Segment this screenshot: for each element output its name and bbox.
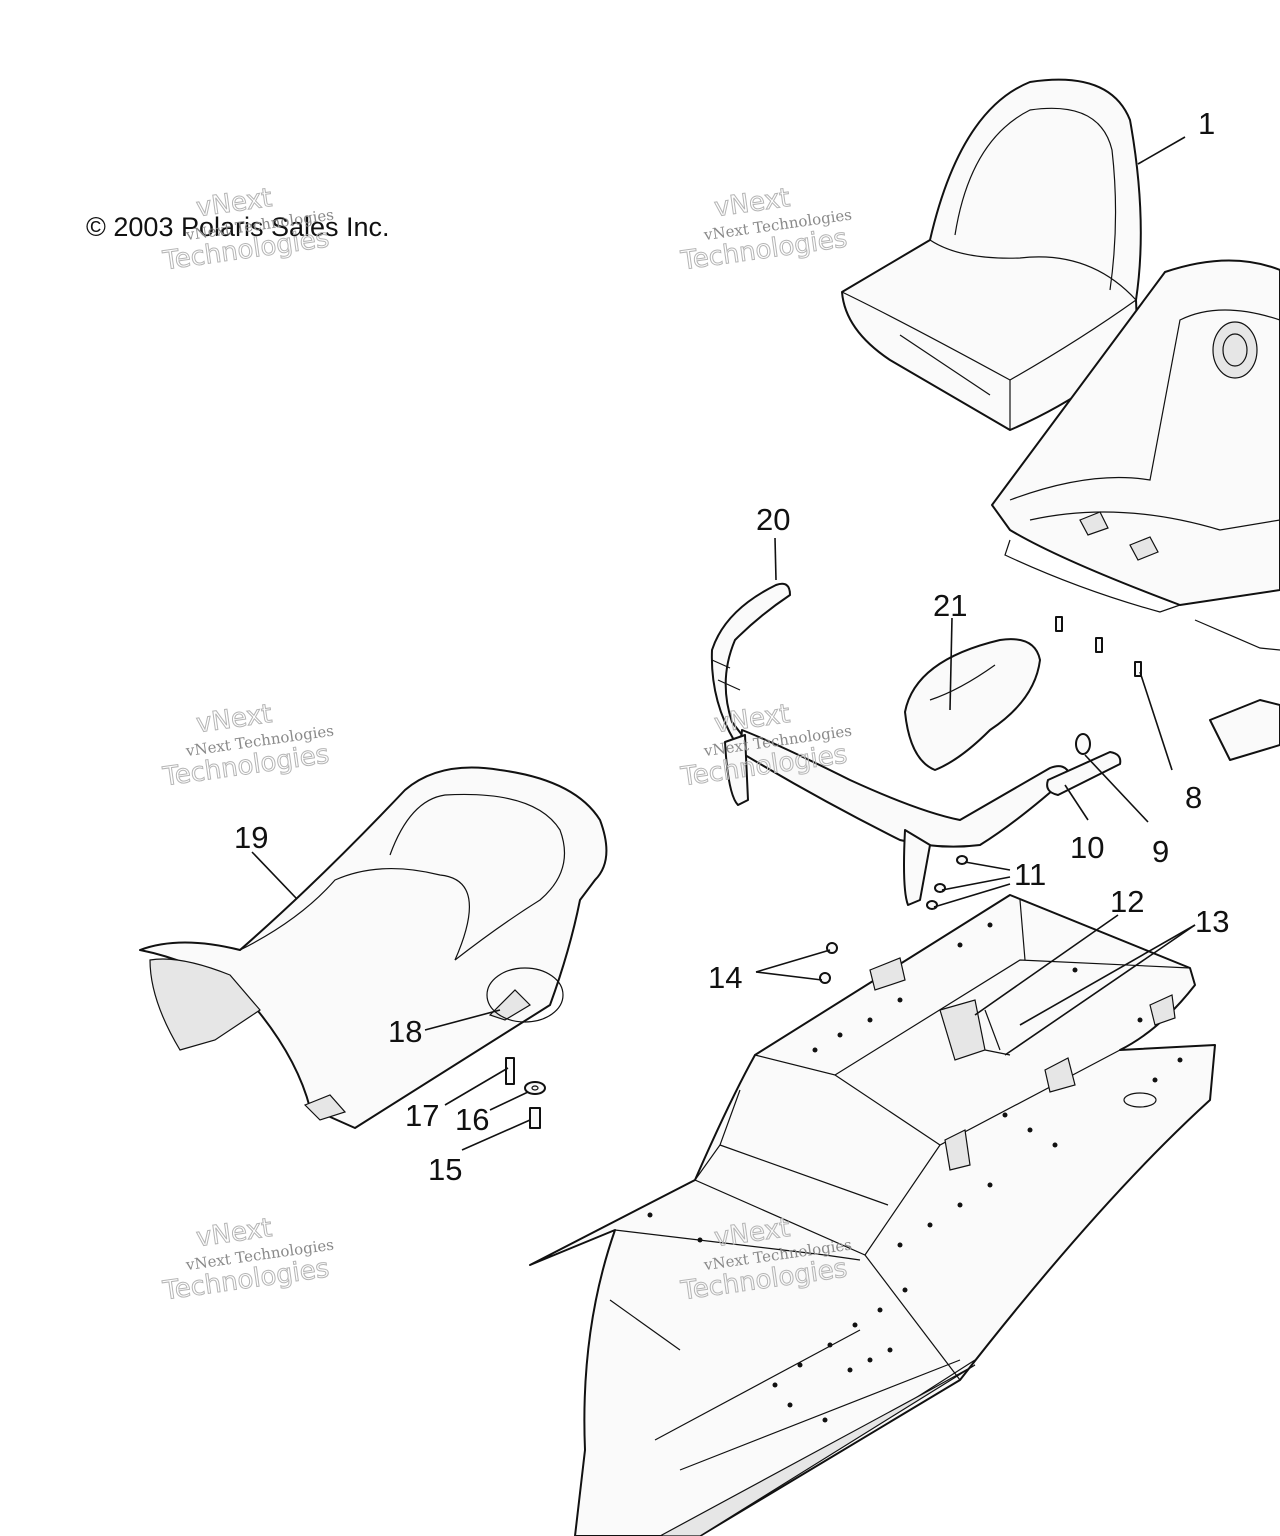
callout-9: 9 bbox=[1152, 834, 1169, 869]
part-21-pad bbox=[904, 638, 1041, 771]
callout-21: 21 bbox=[933, 588, 967, 623]
chassis-tunnel bbox=[529, 894, 1216, 1536]
part-19-rear-seat bbox=[139, 766, 608, 1129]
callout-12: 12 bbox=[1110, 884, 1144, 919]
part-16-washer bbox=[524, 1081, 546, 1095]
callout-19: 19 bbox=[234, 820, 268, 855]
part-17-screw bbox=[505, 1057, 515, 1085]
part-10-tube bbox=[1046, 751, 1122, 796]
watermark-3: vNext vNext Technologies Technologies bbox=[160, 699, 335, 794]
part-1-seat-cushion bbox=[841, 78, 1142, 431]
callout-15: 15 bbox=[428, 1152, 462, 1187]
callout-14: 14 bbox=[708, 960, 742, 995]
seat-pan-assembly bbox=[991, 259, 1280, 651]
callout-labels: 1 8 9 10 11 12 13 14 15 16 17 18 19 20 2… bbox=[234, 106, 1229, 1187]
watermark-2: vNext vNext Technologies Technologies bbox=[678, 183, 853, 278]
callout-17: 17 bbox=[405, 1098, 439, 1133]
callout-8: 8 bbox=[1185, 780, 1202, 815]
part-14-nuts bbox=[819, 942, 838, 984]
callout-13: 13 bbox=[1195, 904, 1229, 939]
callout-20: 20 bbox=[756, 502, 790, 537]
callout-18: 18 bbox=[388, 1014, 422, 1049]
chassis-rivets bbox=[647, 922, 1183, 1423]
part-9-bushing bbox=[1075, 733, 1091, 755]
copyright-text: © 2003 Polaris Sales Inc. bbox=[86, 212, 390, 242]
watermark-5: vNext vNext Technologies Technologies bbox=[160, 1213, 335, 1308]
callout-10: 10 bbox=[1070, 830, 1104, 865]
callout-11: 11 bbox=[1014, 857, 1046, 892]
callout-1: 1 bbox=[1198, 106, 1215, 141]
part-15-bolt bbox=[529, 1107, 541, 1129]
callout-16: 16 bbox=[455, 1102, 489, 1137]
leader-lines bbox=[251, 136, 1196, 1151]
part-11-bolts bbox=[926, 855, 968, 910]
